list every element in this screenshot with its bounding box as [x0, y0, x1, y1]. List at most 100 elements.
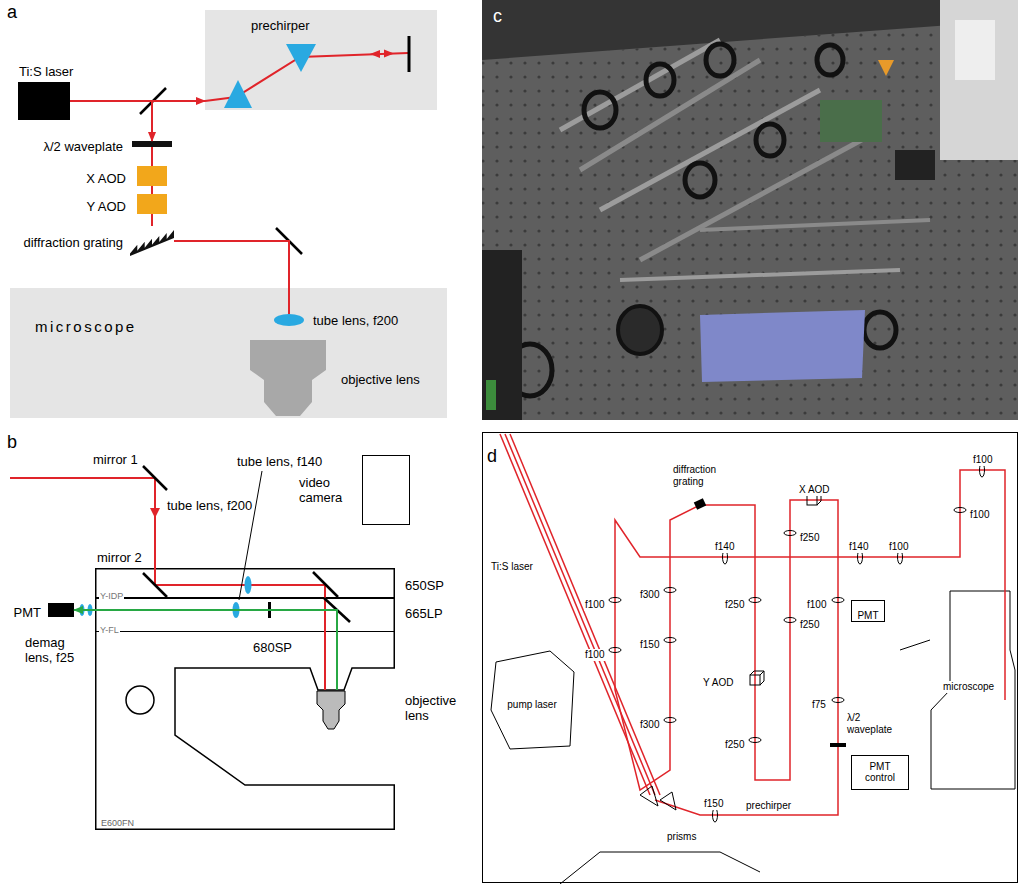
polyline-part: [205, 53, 408, 101]
path-part: [96, 569, 395, 830]
lens-label-holder: f150: [639, 634, 663, 652]
ellipse-part: [664, 588, 676, 593]
polygon-part: [878, 60, 894, 76]
node-label: λ/2 waveplate: [43, 140, 125, 155]
node-label: Y-FL: [99, 625, 120, 635]
ellipse-part: [784, 531, 796, 536]
objective-lens: objective lens: [316, 690, 474, 730]
ellipse-part: [980, 463, 985, 477]
component-label-holder: prisms: [666, 826, 700, 844]
circle-part: [126, 686, 154, 714]
objective-lens-outline: [250, 340, 326, 416]
microscope-outline: microscope: [930, 590, 1016, 790]
node-label: video camera: [298, 476, 354, 506]
node-label-holder: λ/2 waveplate: [43, 137, 127, 155]
rect-part: [268, 602, 271, 618]
node-label-holder: PMT control: [857, 761, 905, 786]
rect-part: [955, 20, 995, 80]
rect-part: [830, 743, 846, 747]
path-part: [491, 651, 574, 749]
component-label: X AOD: [798, 484, 831, 496]
component-label: Ti:S laser: [490, 561, 534, 573]
panel-b-optics: [10, 466, 350, 690]
lens-label: f100: [969, 509, 990, 521]
rect-part: [483, 433, 1018, 883]
polygon-part: [660, 792, 676, 810]
component-label: 665LP: [404, 607, 444, 622]
pump-laser: pump laser: [490, 650, 575, 750]
line-part: [500, 434, 650, 795]
component-label-holder: mirror 2: [96, 548, 145, 566]
ellipse-part: [749, 738, 761, 743]
node-label: microscope: [942, 681, 995, 693]
lens-label: f250: [799, 532, 820, 544]
component-label: tube lens, f140: [236, 455, 323, 470]
component-label: 650SP: [404, 579, 445, 594]
lab-photo: [482, 0, 1018, 420]
node-label-holder: PMT: [856, 605, 882, 623]
node-label-holder: Y AOD: [85, 197, 129, 215]
ellipse-part: [898, 550, 903, 564]
line-part: [640, 130, 880, 260]
aod-crystal: X AOD: [85, 166, 167, 186]
lens-label: f75: [811, 699, 827, 711]
beam-connector: [151, 147, 153, 166]
node-label: microscope: [34, 318, 138, 335]
line-part: [140, 88, 166, 114]
laser-box: Ti:S laser: [18, 62, 77, 120]
ellipse-part: [685, 163, 715, 197]
component-label-holder: λ/2 waveplate: [846, 712, 902, 737]
lens-label-holder: f150: [703, 793, 727, 811]
path-part: [807, 491, 821, 505]
ellipse-part: [749, 598, 761, 603]
lens-label: f250: [724, 599, 745, 611]
lens-label-holder: f100: [972, 449, 996, 467]
component-label: mirror 1: [92, 453, 139, 468]
node-label: E600FN: [100, 818, 135, 828]
line-part: [620, 270, 900, 280]
beam-connector: [152, 101, 205, 141]
lens-label-holder: f250: [724, 594, 748, 612]
line-part: [324, 598, 350, 622]
node-label: objective lens: [404, 694, 472, 724]
ellipse-part: [664, 638, 676, 643]
pmt-box: PMT: [851, 600, 885, 622]
component-label-holder: mirror 1: [92, 450, 141, 468]
rect-part: [807, 495, 817, 505]
line-part: [408, 36, 411, 72]
lens-label-holder: f140: [714, 536, 738, 554]
panel-d-layout: [483, 433, 1018, 884]
microscope-box: microscopetube lens, f200objective lens: [10, 288, 447, 418]
rect-part: [940, 0, 1018, 160]
component-label-holder: tube lens, f140: [236, 452, 326, 470]
polyline-part: [615, 470, 1005, 815]
node-label-holder: microscope: [34, 318, 140, 336]
pmt-detector: PMT: [12, 603, 74, 618]
component-label-holder: prechirper: [745, 795, 795, 813]
objective-lens-shape: [250, 340, 326, 416]
ellipse-part: [88, 604, 93, 616]
node-label-holder: objective lens: [404, 694, 474, 724]
polygon-part: [482, 20, 1018, 420]
lens-label: f250: [724, 739, 745, 751]
path-part: [317, 691, 345, 729]
aod-crystal-shape: [137, 194, 167, 214]
polygon-part: [700, 310, 865, 382]
line-part: [239, 471, 262, 600]
beam-connector: [151, 186, 153, 194]
rect-part: [486, 380, 496, 410]
polygon-part: [482, 20, 1018, 420]
lens-label-holder: f250: [799, 527, 823, 545]
node-label: PMT control: [857, 761, 903, 784]
lens-label-holder: f100: [806, 594, 830, 612]
panel-letter: d: [486, 446, 498, 467]
component-label: λ/2 waveplate: [846, 712, 900, 735]
node-label-holder: diffraction grating: [23, 233, 127, 251]
polygon-part: [224, 80, 252, 108]
pmt-detector-shape: [48, 603, 74, 617]
component-label-holder: X AOD: [798, 479, 833, 497]
ellipse-part: [584, 92, 616, 128]
line-part: [276, 228, 302, 254]
